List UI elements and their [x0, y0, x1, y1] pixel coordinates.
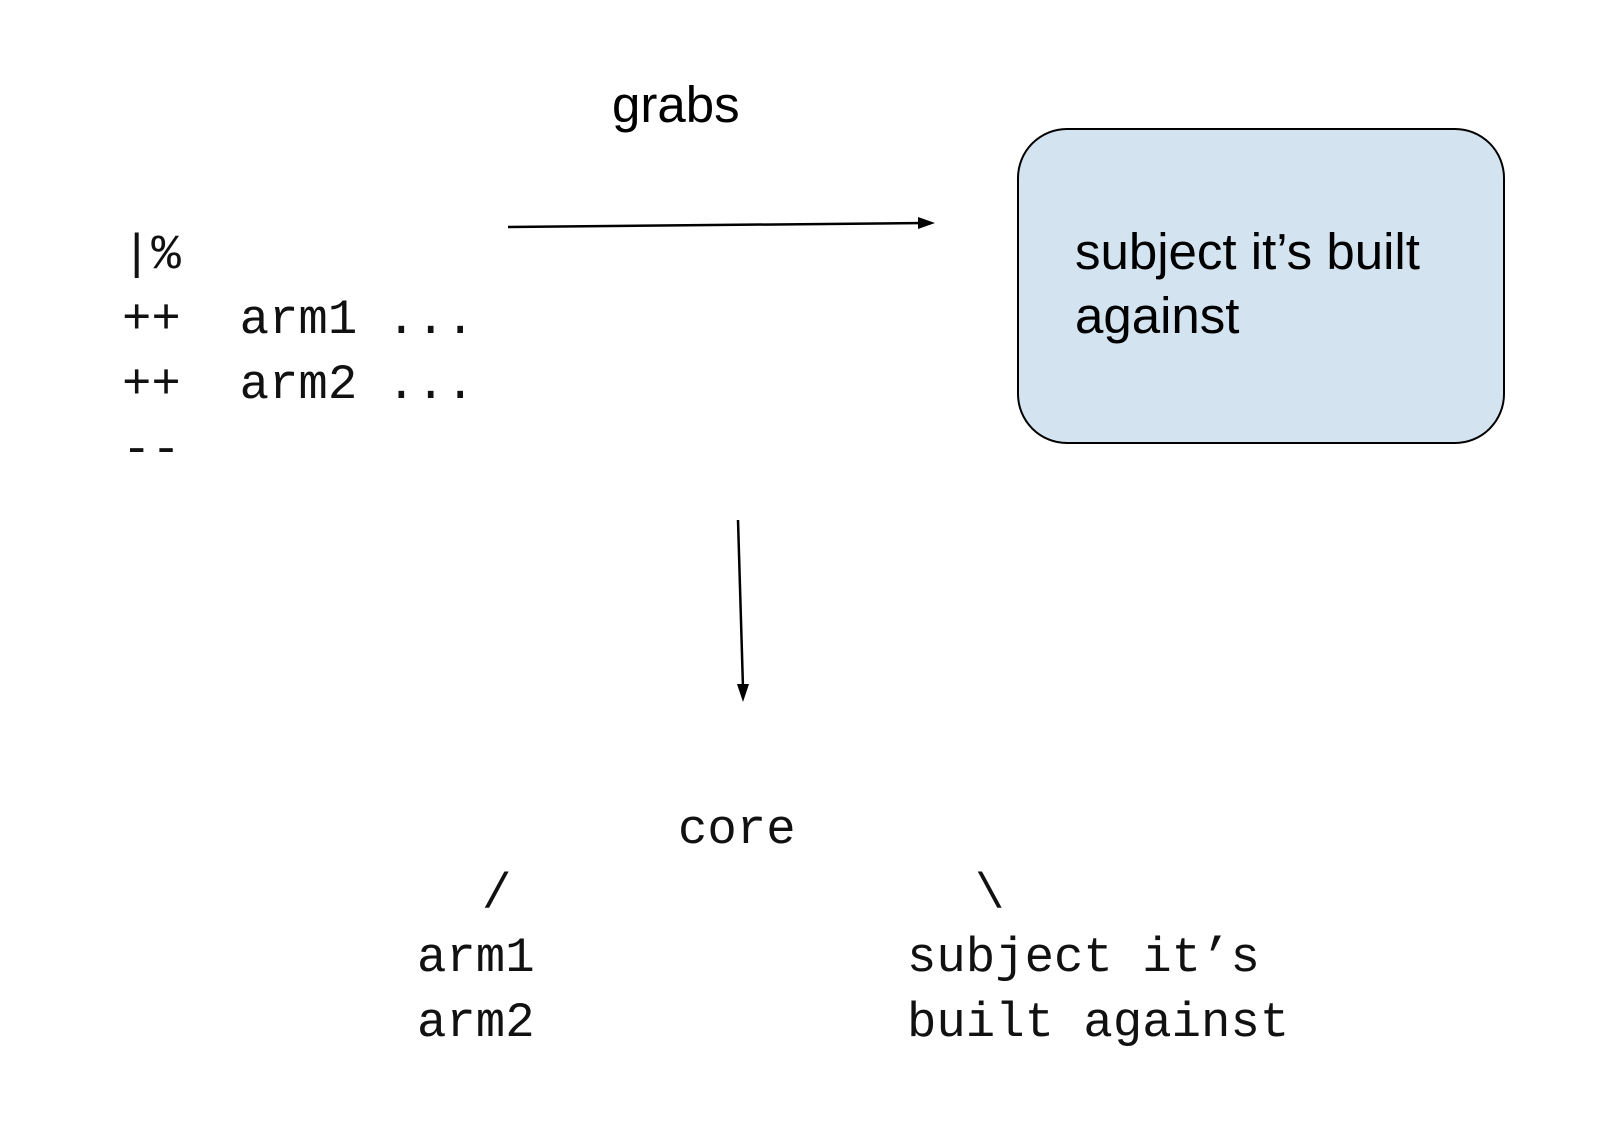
code-line: --: [122, 422, 181, 478]
tree-right-branch: \: [975, 866, 1005, 922]
code-line: ++ arm2 ...: [122, 357, 475, 413]
code-line: |%: [122, 227, 181, 283]
arrow-label: grabs: [612, 76, 740, 133]
tree-left-leaf: arm1 arm2: [417, 930, 535, 1051]
subject-box: subject it’s built against: [1017, 128, 1505, 444]
code-line: ++ arm1 ...: [122, 292, 475, 348]
subject-box-label: subject it’s built against: [1075, 223, 1420, 344]
code-block: |% ++ arm1 ... ++ arm2 ... --: [122, 223, 475, 483]
down-arrow: [736, 519, 749, 702]
tree-left-branch: /: [482, 866, 512, 922]
tree-root: core: [678, 802, 796, 858]
grabs-arrow: [507, 217, 935, 229]
tree-right-leaf: subject it’s built against: [907, 930, 1290, 1051]
